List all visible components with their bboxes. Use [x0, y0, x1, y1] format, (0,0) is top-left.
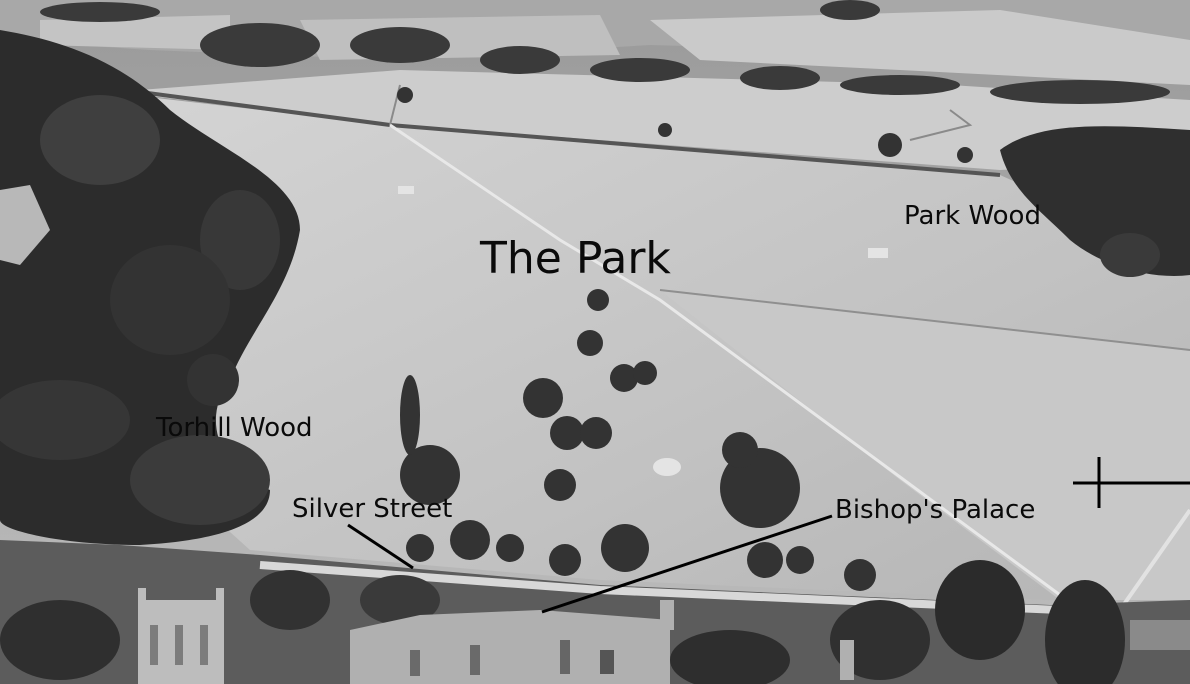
park-structures [398, 186, 888, 476]
label-bishops-palace: Bishop's Palace [835, 495, 1036, 525]
park-wood-trees [1000, 126, 1190, 277]
bishops-palace-leader [541, 514, 833, 614]
park-trees [187, 87, 973, 591]
label-silver-street: Silver Street [292, 494, 453, 524]
label-torhill-wood: Torhill Wood [156, 413, 313, 443]
torhill-wood-trees [0, 30, 300, 545]
forest-clearing [0, 185, 50, 265]
field-boundaries [139, 84, 1190, 612]
village-and-palace [0, 540, 1190, 684]
label-the-park: The Park [480, 233, 671, 284]
silver-street-leader [347, 523, 414, 570]
label-leader-lines [347, 514, 833, 614]
crosshair-marker [1073, 457, 1190, 508]
distant-tree-rows [40, 0, 1170, 104]
right-field [660, 290, 1190, 600]
label-park-wood: Park Wood [904, 201, 1041, 231]
